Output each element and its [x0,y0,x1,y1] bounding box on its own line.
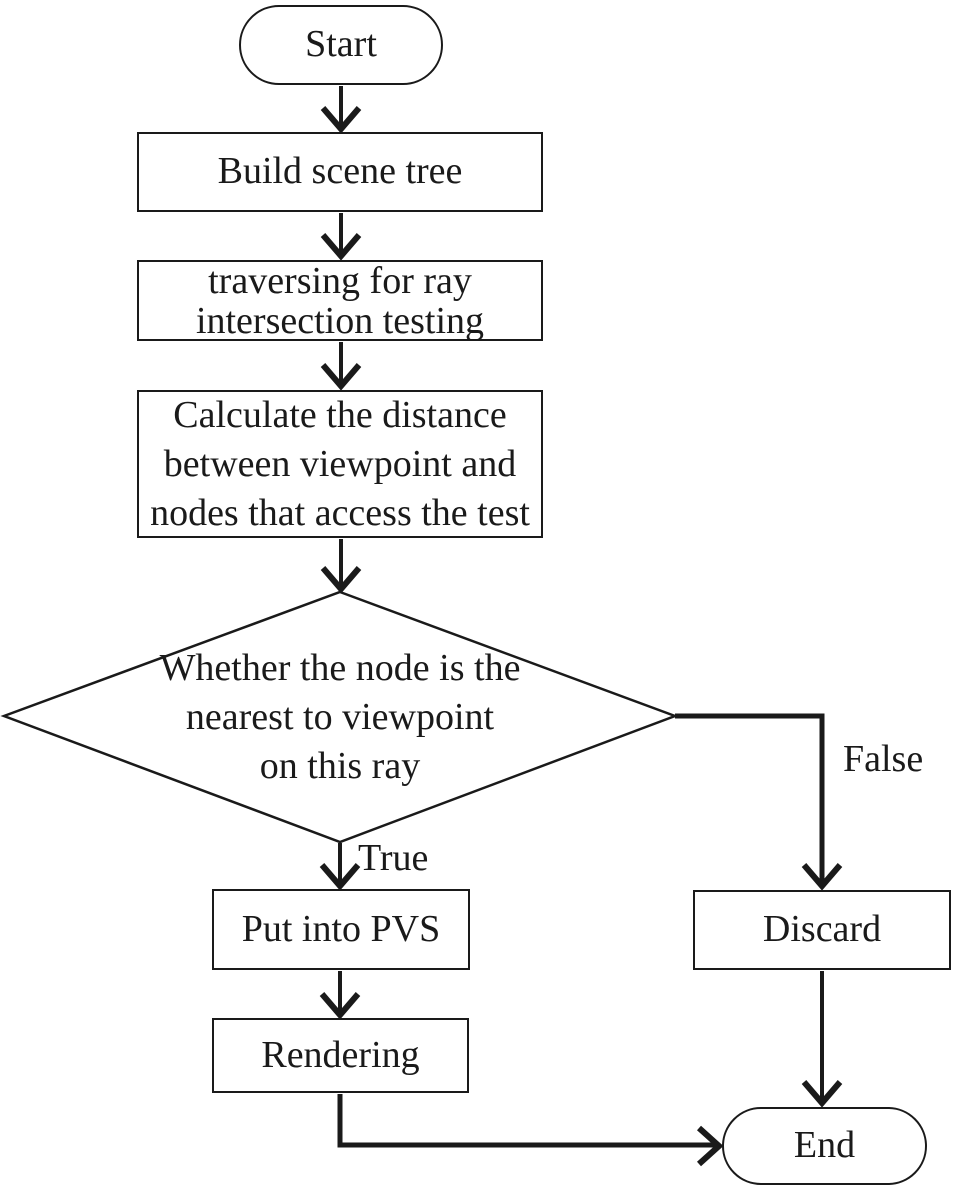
arrowhead-build [320,106,362,134]
arrowhead-putpvs [319,863,361,891]
node-rendering: Rendering [212,1018,469,1093]
node-rendering-label: Rendering [261,1033,420,1076]
node-decision-line1: Whether the node is the [159,647,521,689]
node-start-label: Start [305,23,377,66]
node-calculate-line1: Calculate the distance [173,393,507,436]
node-calculate-distance: Calculate the distance between viewpoint… [137,390,543,538]
node-traversing-line1: traversing for ray [208,259,472,302]
node-discard: Discard [693,890,951,970]
arrowhead-calculate [320,363,362,391]
arrowhead-rendering [319,992,361,1020]
node-end: End [722,1107,927,1185]
node-calculate-line3: nodes that access the test [150,491,530,534]
node-calculate-line2: between viewpoint and [163,442,517,485]
arrowhead-end-from-discard [801,1080,843,1108]
node-start: Start [239,5,443,85]
decision-diamond-shape [0,590,679,844]
node-decision-line3: on this ray [259,745,421,787]
node-traversing-line2: intersection testing [195,299,485,342]
node-put-into-pvs-label: Put into PVS [241,907,441,950]
arrow-decision-discard-false [675,713,825,885]
node-put-into-pvs: Put into PVS [212,889,470,970]
node-decision: Whether the node is the nearest to viewp… [110,644,570,791]
arrow-rendering-end [337,1094,716,1148]
arrowhead-traverse [320,233,362,261]
node-build-label: Build scene tree [217,150,463,193]
node-traversing: traversing for ray intersection testing [137,260,543,341]
arrowhead-discard [801,863,843,891]
edge-label-true: True [358,837,429,879]
arrowhead-end-from-rendering [696,1125,724,1167]
node-end-label: End [793,1124,856,1167]
node-build-scene-tree: Build scene tree [137,132,543,212]
node-discard-label: Discard [762,908,882,951]
node-decision-line2: nearest to viewpoint [185,696,495,738]
arrowhead-decision [320,566,362,594]
edge-label-false: False [843,738,924,780]
